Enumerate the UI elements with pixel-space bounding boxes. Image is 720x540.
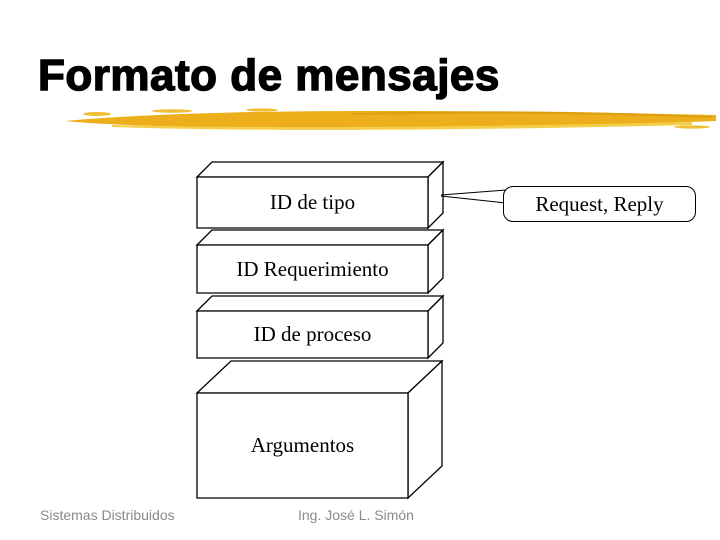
box-front-face xyxy=(196,176,429,229)
callout-request-reply: Request, Reply xyxy=(503,186,696,222)
box-label-argumentos: Argumentos xyxy=(250,433,355,457)
box-3d-id-requerimiento xyxy=(195,228,445,295)
box-label-id-requerimiento: ID Requerimiento xyxy=(236,256,389,281)
box-front-face xyxy=(196,392,409,499)
box-top-face xyxy=(195,161,445,178)
box-front-face xyxy=(196,244,429,294)
box-top-face xyxy=(195,229,445,246)
callout-connector-lines xyxy=(440,189,507,204)
box-3d-id-de-tipo xyxy=(195,160,445,230)
callout-connector-line xyxy=(440,189,507,196)
footer-author: Ing. José L. Simón xyxy=(298,507,414,523)
box-3d-id-de-proceso xyxy=(195,294,445,360)
box-label-id-de-tipo: ID de tipo xyxy=(269,190,356,214)
box-top-face xyxy=(195,295,445,312)
box-3d-argumentos xyxy=(195,359,444,500)
slide-title: Formato de mensajes xyxy=(37,51,500,100)
footer-course-title: Sistemas Distribuidos xyxy=(40,507,175,523)
title-underline-swoosh-icon xyxy=(65,108,716,130)
box-front-face xyxy=(196,310,429,359)
callout-label: Request, Reply xyxy=(535,191,664,216)
box-label-id-de-proceso: ID de proceso xyxy=(253,322,372,346)
callout-connector-line xyxy=(440,195,507,204)
box-top-face xyxy=(195,360,444,394)
